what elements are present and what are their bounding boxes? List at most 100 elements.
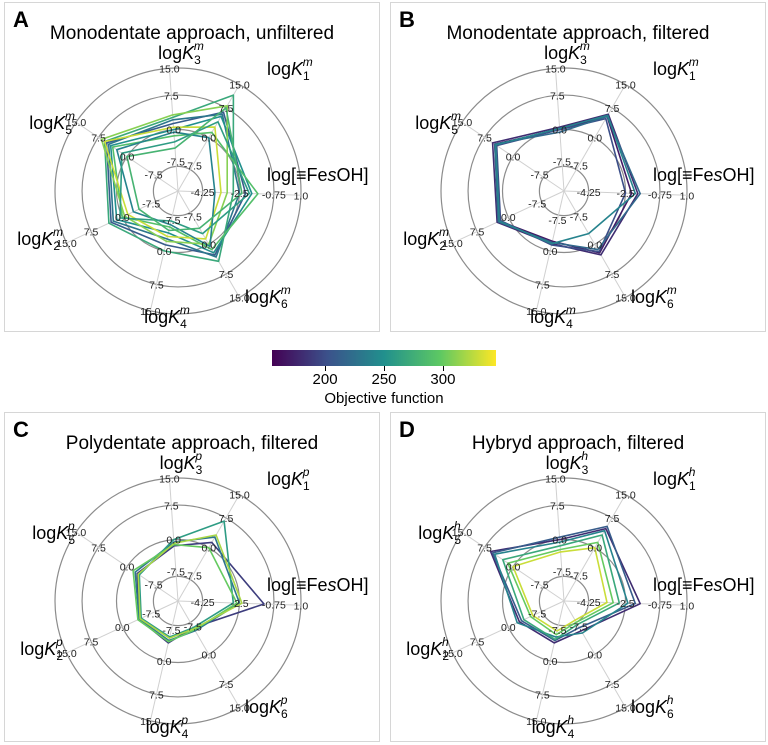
radar-ring — [81, 504, 275, 698]
colorbar-tick-label: 250 — [371, 371, 397, 388]
radar-tick-label: -2.5 — [616, 598, 634, 610]
radar-tick-label: 15.0 — [56, 238, 77, 250]
radar-tick-label: 0.0 — [201, 543, 216, 555]
colorbar-tickmark — [384, 366, 385, 371]
radar-tick-label: -2.5 — [230, 188, 248, 200]
radar-tick-label: 7.5 — [477, 542, 492, 554]
radar-ring — [152, 575, 204, 627]
panel-title: Monodentate approach, filtered — [446, 23, 710, 44]
radar-tick-label: 7.5 — [535, 280, 550, 292]
radar-tick-label: 15.0 — [140, 716, 161, 728]
radar-ring — [440, 477, 688, 725]
radar-inner-label: -7.5 — [570, 622, 588, 634]
radar-tick-label: 7.5 — [91, 542, 106, 554]
radar-axis-title: logK5m — [29, 109, 75, 137]
radar-axis-title: logK4m — [530, 303, 576, 331]
radar-series-line — [107, 113, 241, 258]
colorbar-tickmark — [325, 366, 327, 371]
radar-axis-title: log[≡FesOH] — [267, 575, 369, 595]
radar-ring — [440, 67, 688, 315]
radar-spoke — [66, 600, 179, 654]
radar-series-line — [111, 131, 259, 251]
radar-inner-label: -7.5 — [184, 622, 202, 634]
panel-letter: D — [399, 417, 415, 442]
radar-tick-label: 15.0 — [545, 63, 566, 75]
panel-letter: C — [13, 417, 29, 442]
radar-tick-label: 7.5 — [84, 227, 99, 239]
radar-tick-label: 7.5 — [219, 513, 234, 525]
radar-series-line — [137, 534, 243, 639]
radar-inner-label: -7.5 — [162, 215, 180, 227]
radar-tick-label: 7.5 — [149, 690, 164, 702]
radar-tick-label: 7.5 — [605, 269, 620, 281]
radar-inner-label: -7.5 — [548, 215, 566, 227]
radar-series-line — [489, 527, 641, 644]
radar-axis-title: logK2m — [403, 225, 449, 253]
radar-ring — [152, 165, 204, 217]
radar-tick-label: 15.0 — [615, 703, 636, 715]
radar-tick-label: 0.0 — [543, 656, 558, 668]
radar-tick-label: 0.0 — [201, 239, 216, 251]
radar-ring — [81, 94, 275, 288]
radar-inner-label: -7.5 — [142, 199, 160, 211]
radar-tick-label: 0.0 — [157, 246, 172, 258]
radar-tick-label: 7.5 — [149, 280, 164, 292]
radar-series-line — [100, 105, 228, 246]
panel-title: Hybryd approach, filtered — [471, 433, 685, 454]
radar-series-line — [103, 126, 222, 240]
radar-ring — [538, 575, 590, 627]
radar-inner-label: -7.5 — [528, 609, 546, 621]
radar-tick-label: 15.0 — [229, 490, 250, 502]
radar-axis-title: logK5h — [418, 519, 461, 547]
radar-tick-label: -0.75 — [648, 189, 672, 201]
radar-inner-label: -7.5 — [528, 199, 546, 211]
radar-tick-label: 0.0 — [115, 622, 130, 634]
radar-spoke — [563, 600, 687, 606]
radar-axis-title: logK3m — [544, 39, 590, 67]
radar-axis-title: logK5m — [415, 109, 461, 137]
radar-tick-label: 7.5 — [219, 269, 234, 281]
panel-b: B Monodentate approach, filtered 0.0 7.5 1… — [390, 2, 766, 332]
radar-series-line — [493, 115, 641, 251]
radar-tick-label: 0.0 — [120, 562, 135, 574]
radar-spoke — [535, 600, 565, 721]
radar-spoke — [452, 600, 565, 654]
radar-spoke — [563, 190, 626, 298]
radar-tick-label: 1.0 — [680, 190, 695, 202]
radar-inner-label: -7.5 — [167, 157, 185, 169]
radar-axis-title: logK2h — [406, 635, 449, 663]
radar-axis-title: log[≡FesOH] — [653, 165, 755, 185]
radar-inner-label: -7.5 — [142, 609, 160, 621]
radar-tick-label: 7.5 — [605, 679, 620, 691]
radar-tick-label: -0.75 — [262, 189, 286, 201]
radar-spoke — [461, 121, 565, 192]
radar-tick-label: 0.0 — [501, 212, 516, 224]
radar-tick-label: 0.0 — [201, 649, 216, 661]
radar-tick-label: 7.5 — [164, 500, 179, 512]
radar-tick-label: 15.0 — [66, 117, 87, 129]
radar-series-line — [494, 114, 637, 245]
radar-inner-label: -7.5 — [167, 567, 185, 579]
radar-spoke — [563, 84, 626, 192]
radar-inner-label: -7.5 — [144, 170, 162, 182]
radar-axis-title: logK2m — [17, 225, 63, 253]
radar-tick-label: 0.0 — [587, 649, 602, 661]
radar-inner-label: -7.5 — [548, 625, 566, 637]
radar-tick-label: 15.0 — [140, 306, 161, 318]
radar-tick-label: -4.25 — [577, 187, 601, 199]
radar-tick-label: -4.25 — [577, 597, 601, 609]
radar-series-line — [138, 520, 235, 638]
radar-inner-label: -7.5 — [553, 157, 571, 169]
panel-letter: B — [399, 7, 415, 32]
radar-inner-label: -7.5 — [570, 212, 588, 224]
radar-ring — [538, 165, 590, 217]
radar-series-line — [103, 94, 235, 263]
radar-chart-c: 0.07.515.00.07.515.00.07.515.00.07.515.0… — [20, 449, 369, 741]
radar-tick-label: 0.0 — [587, 133, 602, 145]
radar-inner-label: -7.5 — [162, 625, 180, 637]
radar-tick-label: 15.0 — [159, 473, 180, 485]
radar-axis-title: logK3p — [160, 449, 203, 477]
radar-axis-title: logK6m — [631, 283, 677, 311]
radar-chart-a: 0.07.515.00.07.515.00.07.515.00.07.515.0… — [17, 39, 368, 331]
